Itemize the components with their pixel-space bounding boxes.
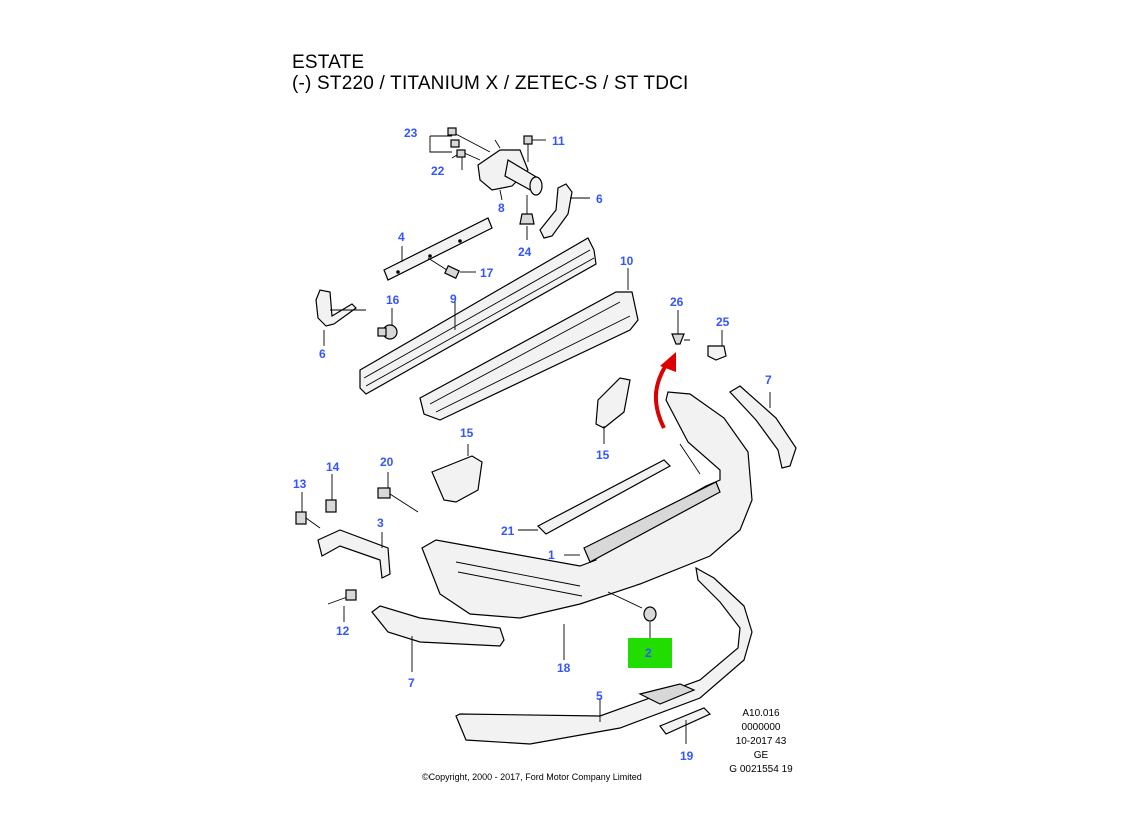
part-16-pushpin xyxy=(377,308,398,340)
callout-15-left[interactable]: 15 xyxy=(460,426,474,440)
part-7-right-trim-strip xyxy=(729,385,797,469)
callout-16[interactable]: 16 xyxy=(386,293,400,307)
installation-direction-arrow xyxy=(653,352,676,429)
callout-6-left[interactable]: 6 xyxy=(319,347,326,361)
callout-14[interactable]: 14 xyxy=(326,460,340,474)
ref-code-line3: 10-2017 43 xyxy=(735,736,787,747)
callout-19[interactable]: 19 xyxy=(680,749,694,763)
part-26-clip xyxy=(671,310,690,345)
part-8-bracket xyxy=(429,127,543,201)
callout-15-right[interactable]: 15 xyxy=(596,448,610,462)
callout-9[interactable]: 9 xyxy=(450,292,457,306)
callout-8[interactable]: 8 xyxy=(498,201,505,215)
callout-2[interactable]: 2 xyxy=(645,646,652,660)
part-12-bolt xyxy=(327,589,357,622)
callout-3[interactable]: 3 xyxy=(377,516,384,530)
callout-24[interactable]: 24 xyxy=(518,245,532,259)
ref-code-line5: G 0021554 19 xyxy=(729,764,793,775)
ref-code-line1: A10.016 xyxy=(742,708,780,719)
callout-10[interactable]: 10 xyxy=(620,254,634,268)
callout-2-highlight xyxy=(628,638,672,668)
part-14-nut xyxy=(325,474,337,513)
callout-18[interactable]: 18 xyxy=(557,661,571,675)
part-15-right-bracket xyxy=(595,377,631,444)
part-1-bumper-cover xyxy=(421,391,753,619)
diagram-title-line1: ESTATE xyxy=(292,52,365,73)
callout-1[interactable]: 1 xyxy=(548,548,555,562)
part-19-clip xyxy=(659,707,712,744)
callout-21[interactable]: 21 xyxy=(501,524,515,538)
part-2-cap xyxy=(607,591,657,638)
part-24-nut xyxy=(519,195,535,240)
part-6-left-bracket xyxy=(315,289,366,346)
part-6-upper-bracket xyxy=(539,183,590,239)
callout-11[interactable]: 11 xyxy=(552,134,565,148)
callout-7-left[interactable]: 7 xyxy=(408,676,415,690)
part-21-reflector-strip xyxy=(518,459,671,535)
part-25-bracket xyxy=(707,330,727,361)
ref-code-line4: GE xyxy=(753,750,769,761)
part-11-bolt xyxy=(523,135,546,162)
callout-25[interactable]: 25 xyxy=(716,315,730,329)
part-15-left-bracket xyxy=(431,444,483,503)
copyright-notice: ©Copyright, 2000 - 2017, Ford Motor Comp… xyxy=(422,772,642,782)
callout-23[interactable]: 23 xyxy=(404,126,418,140)
part-10-absorber xyxy=(419,268,639,421)
part-9-impact-beam xyxy=(359,237,597,395)
part-13-bolt xyxy=(295,492,321,529)
part-5-lower-valance xyxy=(455,566,753,745)
callout-17[interactable]: 17 xyxy=(480,266,494,280)
part-4-plate xyxy=(383,217,493,281)
callout-20[interactable]: 20 xyxy=(380,455,394,469)
callout-6-upper[interactable]: 6 xyxy=(596,192,603,206)
ref-code-line2: 0000000 xyxy=(741,722,781,733)
callout-12[interactable]: 12 xyxy=(336,624,350,638)
callout-26[interactable]: 26 xyxy=(670,295,684,309)
part-3-bracket xyxy=(317,529,391,579)
callout-4[interactable]: 4 xyxy=(398,230,405,244)
diagram-title-line2: (-) ST220 / TITANIUM X / ZETEC-S / ST TD… xyxy=(292,73,689,94)
callout-13[interactable]: 13 xyxy=(293,477,307,491)
callout-7-right[interactable]: 7 xyxy=(765,373,772,387)
part-7-left-trim-strip xyxy=(371,605,505,672)
callout-22[interactable]: 22 xyxy=(431,164,445,178)
part-20-bolt xyxy=(377,472,419,513)
part-17-bolt xyxy=(427,257,476,279)
callout-5[interactable]: 5 xyxy=(596,689,603,703)
